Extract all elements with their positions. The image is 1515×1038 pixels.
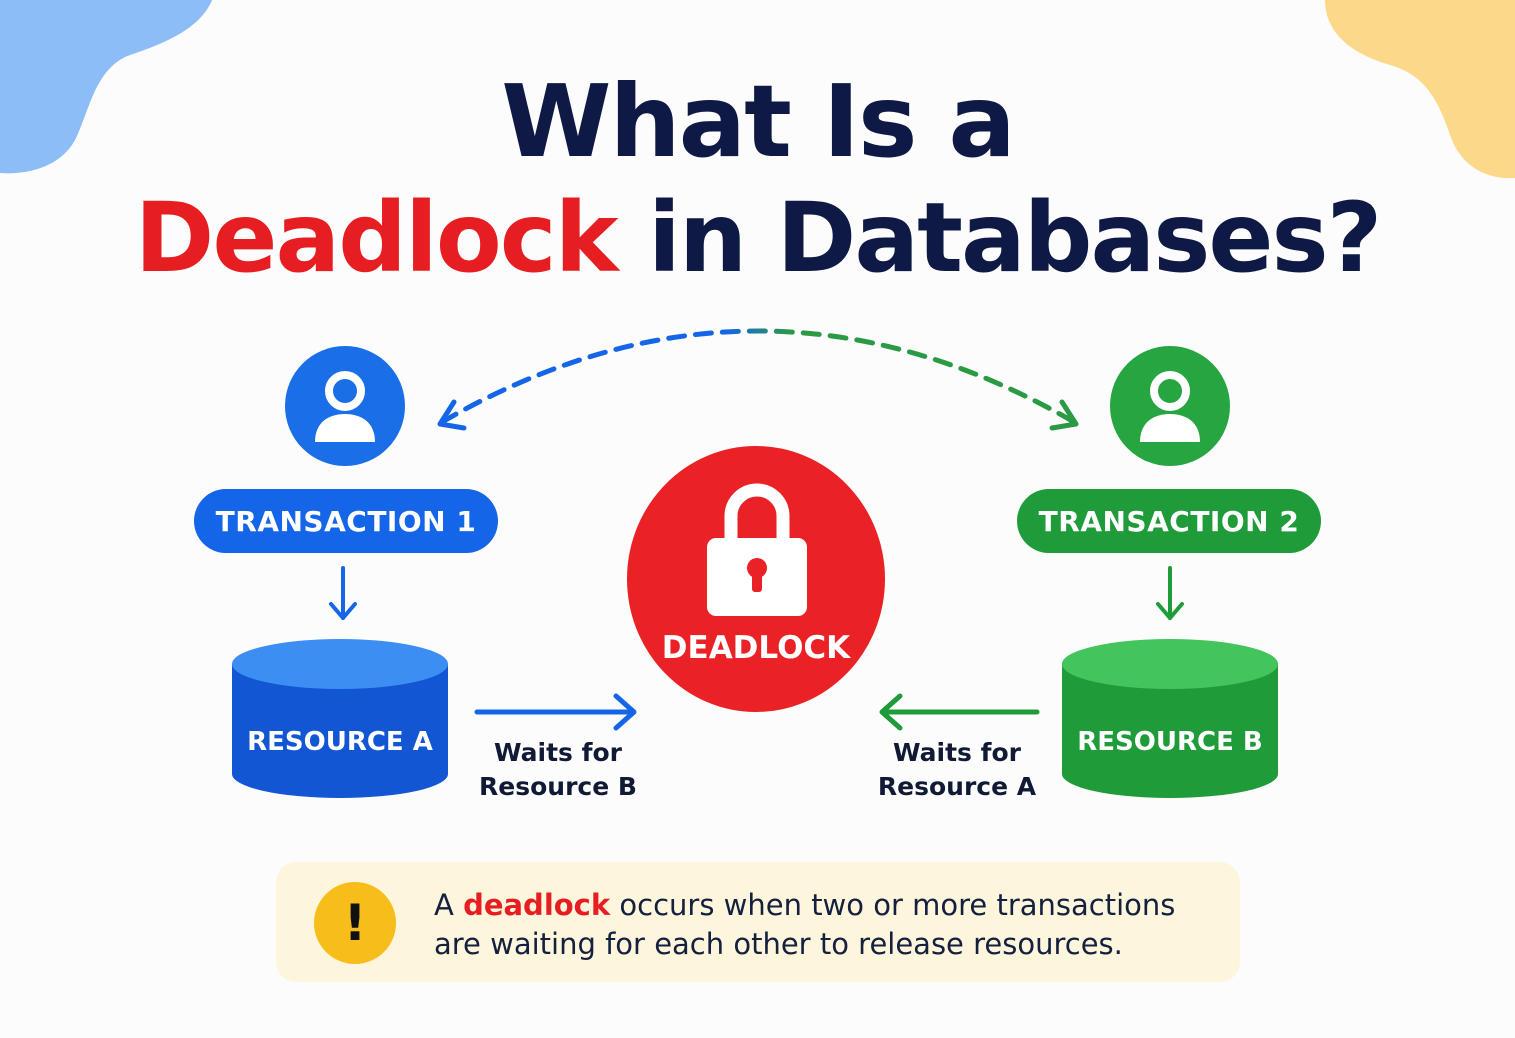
resource-a-label: RESOURCE A (247, 727, 433, 757)
wait-left-line1: Waits for (493, 738, 623, 767)
exclamation-icon: ! (314, 882, 396, 964)
resource-b-cylinder (1062, 639, 1278, 798)
page-title-line2: Deadlock in Databases? (0, 190, 1515, 286)
user-icon (315, 371, 375, 442)
page-title-line1: What Is a (501, 63, 1016, 180)
corner-blob-blue (0, 0, 212, 174)
transaction-2-label: TRANSACTION 2 (1017, 489, 1321, 553)
user-icon (1140, 371, 1200, 442)
lock-icon (707, 483, 807, 616)
deadlock-label: DEADLOCK (661, 630, 851, 666)
wait-right-line1: Waits for (892, 738, 1022, 767)
transaction-1-label: TRANSACTION 1 (194, 489, 498, 553)
down-arrow-left (329, 566, 357, 620)
note-text: A deadlock occurs when two or more trans… (434, 886, 1214, 964)
definition-note: ! A deadlock occurs when two or more tra… (276, 862, 1240, 982)
note-rest: occurs when two or more transactions are… (434, 888, 1176, 961)
note-highlight: deadlock (463, 888, 611, 922)
note-prefix: A (434, 888, 464, 922)
wait-right-line2: Resource A (877, 772, 1037, 801)
corner-blob-yellow (1325, 0, 1515, 179)
arrow-left-to-deadlock (879, 693, 1040, 731)
wait-label-left: Waits for Resource B (468, 736, 648, 804)
arrow-right-to-deadlock (474, 693, 637, 731)
transaction-1-avatar (285, 346, 405, 466)
title-rest: in Databases? (647, 182, 1382, 294)
wait-label-right: Waits for Resource A (867, 736, 1047, 804)
resource-a-cylinder (232, 639, 448, 798)
title-highlight: Deadlock (134, 182, 619, 294)
transaction-2-avatar (1110, 346, 1230, 466)
deadlock-circle (627, 446, 885, 712)
down-arrow-right (1156, 566, 1184, 620)
resource-b-label: RESOURCE B (1077, 727, 1263, 757)
wait-left-line2: Resource B (479, 772, 637, 801)
